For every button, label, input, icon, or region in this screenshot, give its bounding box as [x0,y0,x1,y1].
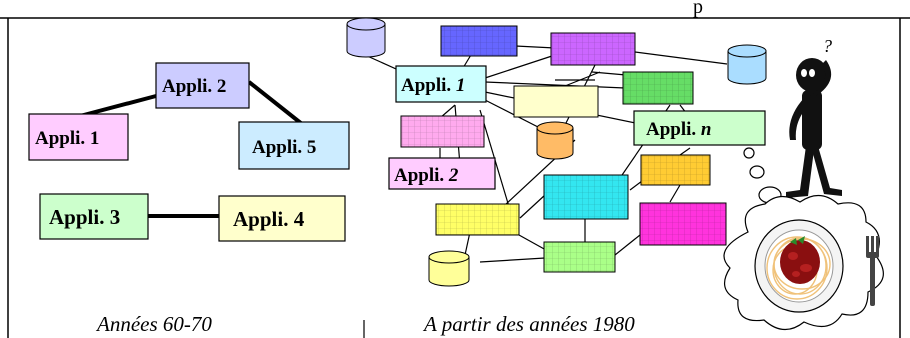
plain-box-yellow [513,85,599,118]
top-fragment-text: p [693,0,703,18]
grid-box-gold [640,154,711,186]
left-app2-box: Appli. 2 [155,62,250,109]
left-app5-box: Appli. 5 [238,121,350,170]
left-panel: Appli. 1 Appli. 2 Appli. 5 Appli. 3 Appl… [28,62,350,336]
thought-bubbles [743,147,782,204]
left-app2-label: Appli. 2 [162,76,226,97]
left-caption: Années 60-70 [95,312,212,336]
database-icon [428,250,470,287]
left-app1-box: Appli. 1 [28,113,129,161]
spaghetti-plate-icon [723,194,884,331]
frame [0,17,910,338]
right-caption: A partir des années 1980 [422,312,635,336]
grid-box-green [622,71,694,105]
grid-box-pink [400,115,485,148]
right-app2-label: Appli. 2 [394,165,459,186]
grid-box-pale-green [543,241,616,273]
thinking-figure-icon: ? [786,36,842,198]
database-icon [727,44,767,85]
database-icon [346,17,386,58]
grid-box-magenta [639,202,727,246]
right-panel: Appli. 1 Appli. 2 Appli. n A partir des … [346,17,767,336]
right-app1-box: Appli. 1 [395,65,487,103]
right-appn-label: Appli. n [646,119,712,140]
grid-box-cyan [543,174,629,220]
left-app5-label: Appli. 5 [252,137,316,158]
grid-box-blue [440,25,518,57]
left-app1-label: Appli. 1 [35,128,99,149]
left-app3-label: Appli. 3 [49,205,120,229]
grid-box-purple [550,32,636,66]
left-app4-label: Appli. 4 [233,207,305,231]
left-app3-box: Appli. 3 [39,193,149,240]
left-app4-box: Appli. 4 [218,195,346,242]
database-icon [536,121,574,160]
fork-icon [866,236,879,306]
right-appn-box: Appli. n [633,110,766,146]
question-mark-text: ? [823,36,832,56]
left-connectors [79,80,304,218]
right-app1-label: Appli. 1 [401,75,465,96]
grid-box-lemon [435,203,520,236]
right-app2-box: Appli. 2 [388,157,496,190]
